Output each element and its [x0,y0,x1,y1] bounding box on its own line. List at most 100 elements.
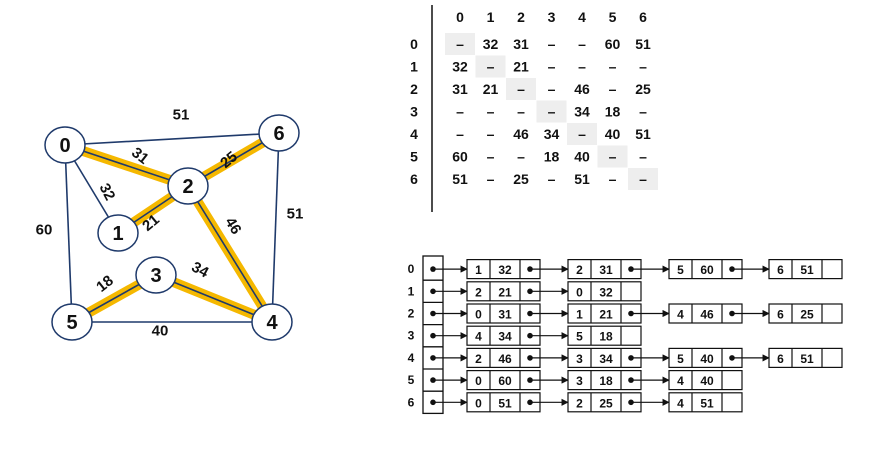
node-label: 2 [182,176,193,198]
matrix-cell-4-4: – [578,126,586,142]
edge-3-4 [155,274,273,323]
matrix-cell-5-2: – [517,149,525,165]
matrix-cell-0-2: 31 [513,36,529,52]
graph-node-2: 2 [167,167,209,205]
list-row-label: 2 [408,307,415,321]
matrix-cell-3-2: – [517,104,525,120]
list-node-box [567,325,642,346]
matrix-column-header-5: 5 [609,9,617,25]
matrix-cell-3-3: – [548,104,556,120]
list-node-vertex: 6 [777,263,784,277]
matrix-column-header-2: 2 [517,9,525,25]
matrix-cell-5-0: 60 [452,149,468,165]
list-node-vertex: 2 [475,285,482,299]
node-circle [51,303,93,341]
matrix-cell-1-0: 32 [452,59,468,75]
matrix-cell-4-3: 34 [544,126,560,142]
edge-0-5 [64,144,73,323]
list-node-vertex: 2 [576,396,583,410]
matrix-cell-5-1: – [487,149,495,165]
list-row-label: 1 [408,284,415,298]
graph-node-3: 3 [135,256,177,294]
node-label: 1 [112,223,123,245]
matrix-cell-5-4: 40 [574,149,590,165]
list-node-weight: 51 [800,352,814,366]
node-label: 5 [66,312,77,334]
matrix-cell-1-2: 21 [513,59,529,75]
matrix-diagonal-cell-0 [445,33,475,55]
graph-node-5: 5 [51,303,93,341]
list-node-weight: 31 [599,263,613,277]
list-row-label: 0 [408,262,415,276]
list-node-vertex: 3 [576,352,583,366]
edge-0-6 [64,132,280,146]
matrix-cell-3-5: 18 [605,104,621,120]
list-node-4-2: 2 46 [466,347,541,368]
list-node-vertex: 4 [475,330,482,344]
matrix-cell-1-1: – [487,59,495,75]
list-node-vertex: 0 [475,374,482,388]
matrix-column-header-1: 1 [487,9,495,25]
node-label: 3 [150,265,161,287]
graph-node-4: 4 [251,303,293,341]
list-node-weight: 51 [700,396,714,410]
matrix-cell-3-0: – [456,104,464,120]
list-node-weight: 21 [599,308,613,322]
list-node-weight: 40 [700,374,714,388]
matrix-cell-6-4: 51 [574,171,590,187]
list-node-box [768,259,843,280]
list-node-box [668,370,743,391]
list-node-0-1: 1 32 [466,259,541,280]
matrix-cell-3-1: – [487,104,495,120]
matrix-cell-1-5: – [609,59,617,75]
edge-weight-0-5: 60 [36,222,53,239]
matrix-cell-2-6: 25 [635,81,651,97]
list-node-weight: 34 [599,352,613,366]
list-node-weight: 25 [599,396,613,410]
matrix-column-header-0: 0 [456,9,464,25]
list-node-vertex: 5 [576,330,583,344]
node-label: 4 [266,312,278,334]
edge-0-2 [64,144,189,187]
list-node-box [768,303,843,324]
matrix-cell-3-6: – [639,104,647,120]
list-row-label: 3 [408,329,415,343]
list-node-weight: 32 [498,263,512,277]
list-node-vertex: 4 [677,396,684,410]
edge-6-4 [271,132,280,323]
list-node-vertex: 1 [475,263,482,277]
matrix-cell-5-5: – [609,149,617,165]
list-node-weight: 46 [498,352,512,366]
matrix-cell-4-0: – [456,126,464,142]
list-row-label: 5 [408,373,415,387]
matrix-cell-0-4: – [578,36,586,52]
graph-node-0: 0 [44,126,86,164]
list-node-vertex: 2 [475,352,482,366]
list-node-vertex: 3 [576,374,583,388]
matrix-cell-6-5: – [609,171,617,187]
edge-2-4 [187,185,273,323]
matrix-row-label-0: 0 [410,36,418,52]
matrix-row-label-3: 3 [410,104,418,120]
list-node-box [567,281,642,302]
list-node-vertex: 0 [576,285,583,299]
edge-weight-0-6: 51 [173,107,190,124]
matrix-cell-1-4: – [578,59,586,75]
list-node-vertex: 2 [576,263,583,277]
node-circle [251,303,293,341]
edge-weight-0-2: 31 [128,144,152,168]
